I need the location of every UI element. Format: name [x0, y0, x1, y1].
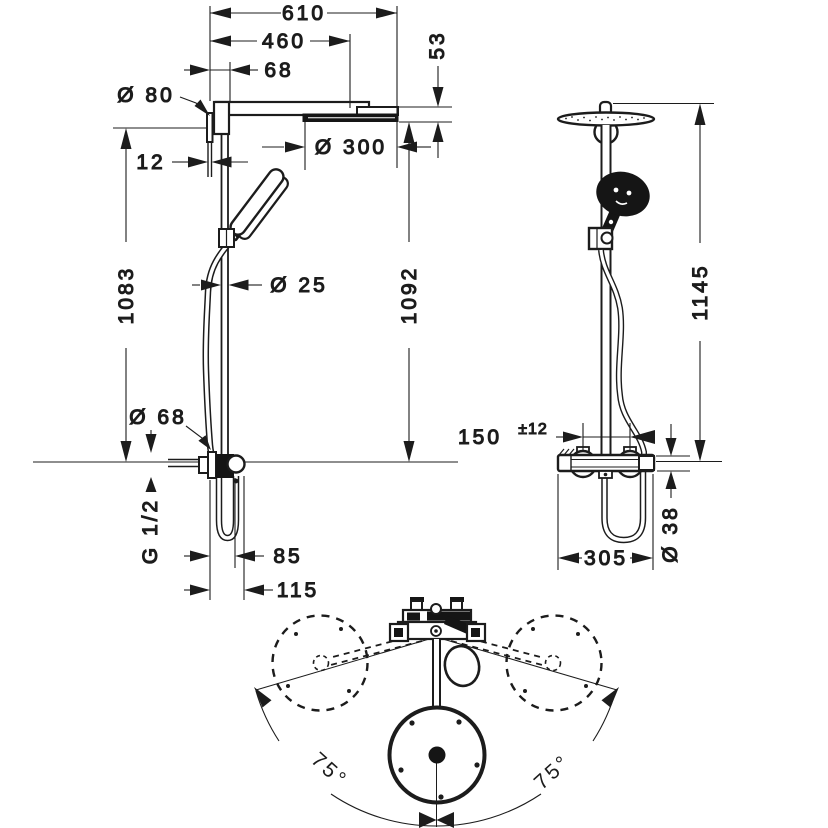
dim-diameter-38: Ø 38 — [656, 424, 690, 563]
dim-1092: 1092 — [397, 122, 422, 462]
thread-g12-label: G 1/2 — [139, 498, 162, 564]
dim-150: 150 ±12 — [457, 420, 655, 451]
shower-hose-front — [598, 249, 647, 460]
dim-12-label: 12 — [136, 151, 165, 174]
dim-305: 305 — [557, 474, 654, 571]
front-view: 1145 150 ±12 — [457, 100, 722, 571]
swivel-arc-arrows — [254, 687, 619, 828]
side-structure — [168, 100, 399, 542]
dim-diameter-68: Ø 68 — [129, 405, 211, 492]
dim-115-label: 115 — [277, 579, 319, 602]
dim-diameter-80: Ø 80 — [117, 83, 210, 116]
shower-hose-side — [202, 233, 240, 542]
wall-hatch — [558, 448, 575, 456]
dim-diameter-300: Ø 300 — [262, 122, 431, 170]
dim-1083: 1083 — [113, 127, 206, 462]
dim-300-label: Ø 300 — [315, 136, 387, 159]
dim-1083-label: 1083 — [115, 266, 138, 325]
overhead-shower-top — [387, 705, 487, 827]
front-structure — [556, 100, 656, 544]
dim-460: 460 — [210, 29, 350, 54]
dim-75-right-label: 75° — [530, 750, 576, 794]
dim-12: 12 — [136, 150, 248, 175]
dim-85-label: 85 — [273, 545, 302, 568]
dim-diameter-25: Ø 25 — [192, 273, 328, 298]
wall-bracket-top — [388, 597, 487, 643]
dim-68-top-label: 68 — [264, 59, 293, 82]
dim-53-label: 53 — [426, 30, 449, 59]
dim-53: 53 — [372, 30, 452, 158]
dim-610: 610 — [210, 1, 397, 26]
top-view: 75° 75° — [254, 597, 619, 828]
shower-column-side — [220, 117, 229, 456]
dim-38-label: Ø 38 — [659, 505, 682, 563]
overhead-shower-plate-front — [556, 111, 656, 127]
dim-68-bottom-label: Ø 68 — [129, 406, 187, 429]
dim-1092-label: 1092 — [398, 266, 421, 325]
side-view: 610 460 68 Ø 80 — [33, 1, 458, 603]
dim-80-label: Ø 80 — [117, 84, 175, 107]
dim-305-label: 305 — [584, 547, 628, 570]
dim-68-top: 68 — [184, 58, 293, 83]
slider-bracket-side — [218, 228, 235, 248]
slider-bracket-front — [587, 226, 614, 251]
dim-1145-label: 1145 — [689, 263, 712, 320]
hand-shower-top — [443, 644, 481, 688]
dim-610-label: 610 — [282, 2, 326, 25]
dim-75-left-label: 75° — [307, 748, 353, 792]
overhead-shower-plate-side — [302, 113, 399, 122]
dim-460-label: 460 — [262, 30, 306, 53]
shower-arm — [212, 100, 399, 136]
dim-1145: 1145 — [613, 102, 722, 463]
valve-side — [168, 451, 246, 484]
hand-shower-side — [228, 168, 289, 242]
front-dimensions: 1145 150 ±12 — [457, 102, 722, 571]
side-dimensions: 610 460 68 Ø 80 — [113, 1, 452, 603]
dim-25-label: Ø 25 — [270, 274, 328, 297]
dim-150-label: 150 — [458, 426, 502, 449]
dim-85: 85 — [184, 544, 302, 569]
dim-150-tolerance-label: ±12 — [518, 421, 548, 438]
dim-115: 115 — [184, 578, 319, 603]
hose-loop-front — [601, 472, 647, 544]
thread-label: G 1/2 — [138, 497, 162, 564]
